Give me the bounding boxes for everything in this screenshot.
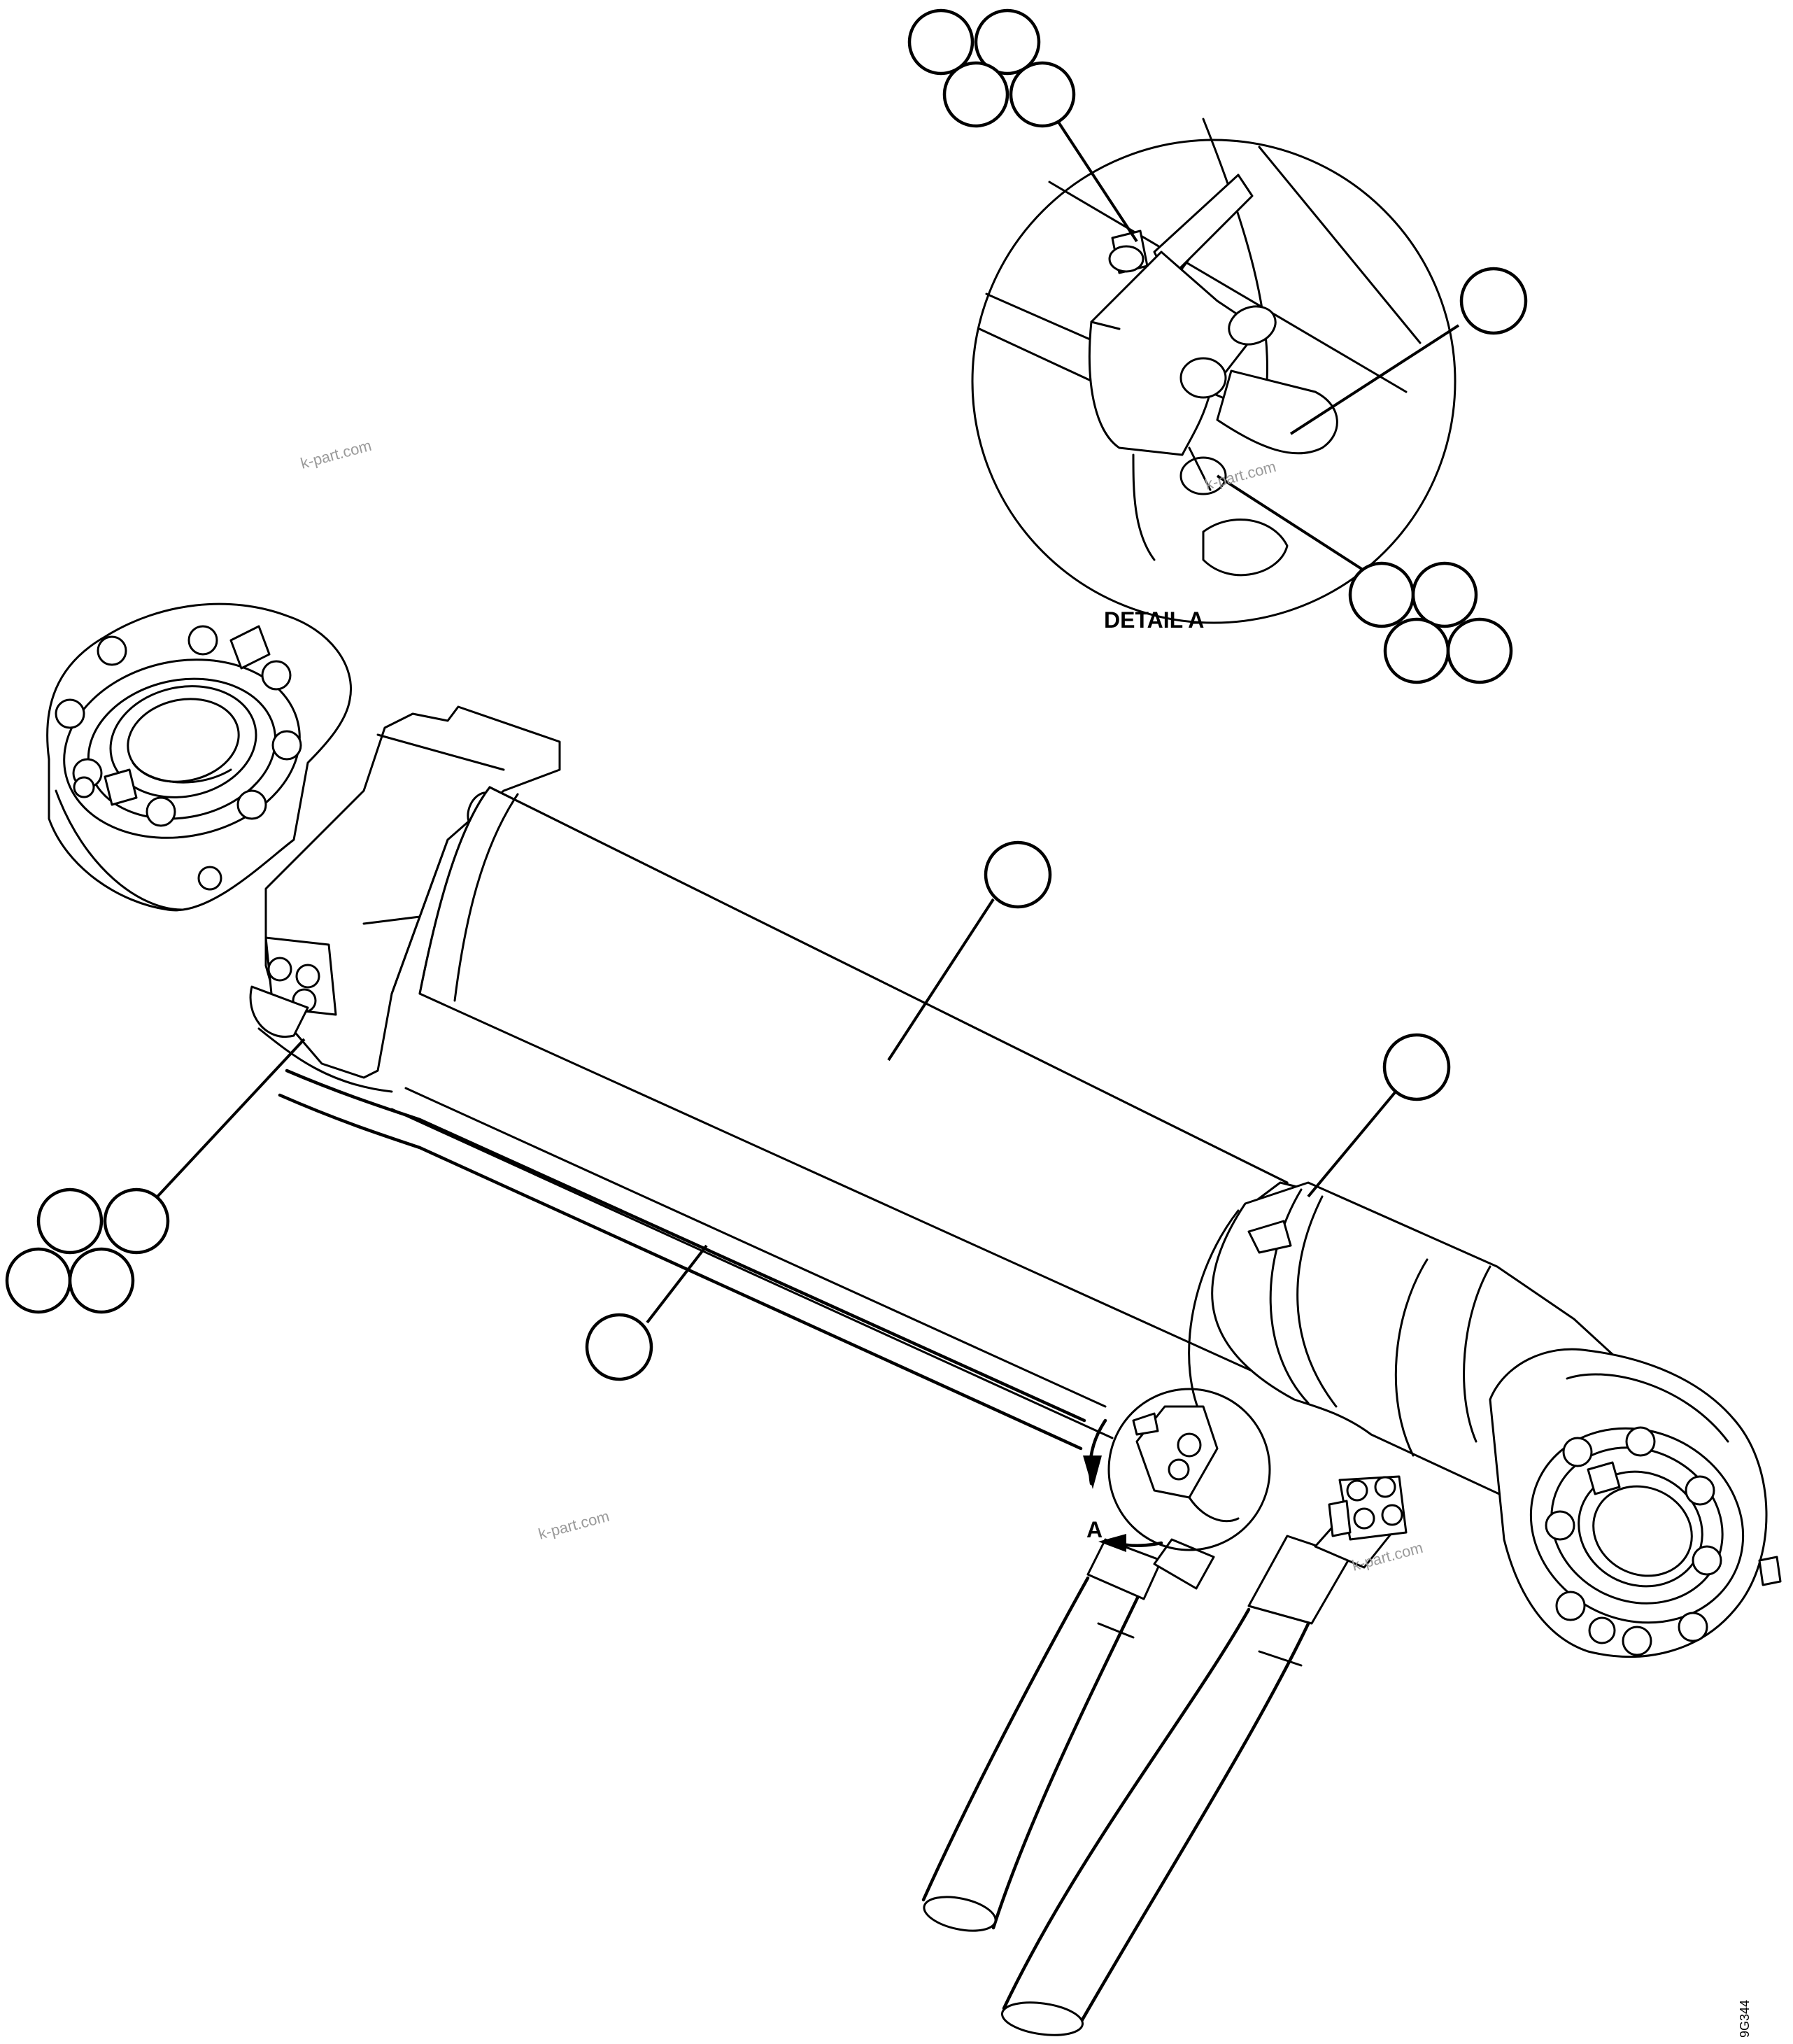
- callouts: [5, 8, 1528, 1381]
- callout-tube: [585, 1244, 708, 1381]
- callout-cluster-left-fitting: [5, 1038, 306, 1314]
- rod-end: [1188, 1181, 1782, 1658]
- watermark-3: k-part.com: [537, 1507, 611, 1543]
- callout-cluster-top-detail: [907, 8, 1138, 243]
- flange-bolts-left: [55, 625, 302, 827]
- detail-a-reference: [1083, 1388, 1271, 1552]
- view-arrow-label: A: [1086, 1517, 1103, 1542]
- hydraulic-tube: [278, 1069, 1114, 1451]
- hydraulic-hoses: [921, 1514, 1394, 2036]
- rod-end-flange-fitting: [1328, 1475, 1408, 1541]
- watermark-1: k-part.com: [299, 437, 374, 472]
- callout-detail-hose: [1289, 267, 1528, 435]
- head-end-eye: [46, 602, 352, 912]
- callout-cluster-bottom-detail: [1216, 474, 1513, 684]
- detail-a-magnified: DETAIL A: [971, 118, 1457, 633]
- callout-barrel: [887, 840, 1052, 1062]
- callout-rod-end-collar: [1307, 1033, 1451, 1198]
- detail-a-label: DETAIL A: [1104, 607, 1204, 633]
- flange-bolts-right: [1545, 1426, 1722, 1656]
- figure-number: 9G344: [1738, 2000, 1752, 2038]
